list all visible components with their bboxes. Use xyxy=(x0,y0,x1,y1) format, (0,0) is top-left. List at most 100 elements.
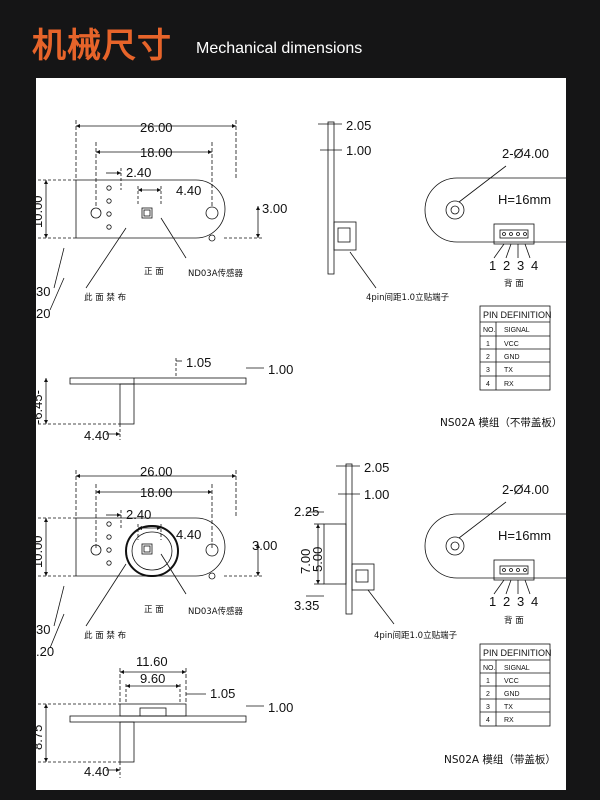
dim-a-edge-2-05: 2.05 xyxy=(346,118,371,133)
dim-a-26: 26.00 xyxy=(140,120,173,135)
module-b-pin-table xyxy=(479,643,551,727)
page-subtitle: Mechanical dimensions xyxy=(196,40,363,57)
pin-table-a-r2-no: 2 xyxy=(486,354,490,361)
pin-table-b-r1-no: 1 xyxy=(486,678,490,685)
module-b-side-board xyxy=(69,715,247,723)
module-a-side-view xyxy=(38,358,264,440)
pin-table-a-r1-sig: VCC xyxy=(504,341,519,348)
pin-table-a-head-signal: SIGNAL xyxy=(504,327,530,334)
dim-b-edge-3-35: 3.35 xyxy=(294,598,319,613)
pin-table-a-r1-no: 1 xyxy=(486,341,490,348)
pin-table-a-head-no: NO. xyxy=(483,327,496,334)
label-a-front: 正 面 xyxy=(144,267,164,277)
dim-a-side-1-00: 1.00 xyxy=(268,362,293,377)
dim-a-2-40: 2.40 xyxy=(126,165,151,180)
label-b-back: 背 面 xyxy=(504,615,524,626)
pin-table-b-head-no: NO. xyxy=(483,665,496,672)
pin-table-b-r1-sig: VCC xyxy=(504,678,519,685)
module-a-back-connector xyxy=(493,223,535,245)
pin-table-a-r3-no: 3 xyxy=(486,367,490,374)
dim-b-edge-2-25: 2.25 xyxy=(294,504,319,519)
label-b-connector: 4pin间距1.0立贴端子 xyxy=(374,630,458,641)
module-b-cover-plate xyxy=(125,525,179,577)
dim-b-10: 10.00 xyxy=(36,535,45,568)
dim-a-edge-1-00: 1.00 xyxy=(346,143,371,158)
pin-a-3: 3 xyxy=(517,258,524,273)
label-b-no-wiring: 此 面 禁 布 xyxy=(84,630,126,641)
dim-b-side-9-60: 9.60 xyxy=(140,671,165,686)
dim-b-side-1-00: 1.00 xyxy=(268,700,293,715)
pin-table-b-title: PIN DEFINITION xyxy=(483,648,552,658)
dim-b-side-4-40: 4.40 xyxy=(84,764,109,779)
module-a-board-outline xyxy=(76,179,226,239)
pin-table-b-r4-sig: RX xyxy=(504,717,514,724)
dim-b-left-20: .20 xyxy=(36,644,54,659)
pin-a-1: 1 xyxy=(489,258,496,273)
dim-b-side-8-75: 8.75 xyxy=(36,725,45,750)
dim-a-left-30: 30 xyxy=(36,284,50,299)
module-b-back-view xyxy=(424,501,566,595)
dim-a-3-00: 3.00 xyxy=(262,201,287,216)
pin-b-4: 4 xyxy=(531,594,538,609)
pin-a-2: 2 xyxy=(503,258,510,273)
pin-table-b-r4-no: 4 xyxy=(486,717,490,724)
dim-b-3-00: 3.00 xyxy=(252,538,277,553)
label-a-no-wiring: 此 面 禁 布 xyxy=(84,292,126,303)
mechanical-drawing: 26.00 18.00 2.40 4.40 3.00 10.00 30 20 正… xyxy=(36,118,566,779)
module-a-edge-view xyxy=(318,121,377,289)
dim-a-side-4-40: 4.40 xyxy=(84,428,109,443)
pin-table-a-r2-sig: GND xyxy=(504,354,520,361)
dim-b-hole: 2-Ø4.00 xyxy=(502,482,549,497)
dim-b-edge-5-00: 5.00 xyxy=(310,547,325,572)
caption-module-b: NS02A 模组（带盖板） xyxy=(444,753,556,766)
dim-b-edge-1-00: 1.00 xyxy=(364,487,389,502)
dim-b-side-1-05: 1.05 xyxy=(210,686,235,701)
caption-module-a: NS02A 模组（不带盖板） xyxy=(440,416,562,429)
dim-b-26: 26.00 xyxy=(140,464,173,479)
dim-b-side-11-60: 11.60 xyxy=(136,654,168,669)
module-b-edge-board xyxy=(345,463,353,615)
pin-table-b-head-signal: SIGNAL xyxy=(504,665,530,672)
dim-b-2-40: 2.40 xyxy=(126,507,151,522)
page-title: 机械尺寸 xyxy=(32,26,172,66)
label-a-connector: 4pin间距1.0立贴端子 xyxy=(366,292,450,303)
dim-b-4-40: 4.40 xyxy=(176,527,201,542)
dim-b-height: H=16mm xyxy=(498,528,551,543)
module-b-top-view xyxy=(38,470,264,649)
module-a-edge-board xyxy=(327,121,335,275)
pin-b-3: 3 xyxy=(517,594,524,609)
module-b-labels: 26.00 18.00 2.40 4.40 3.00 10.00 30 .20 … xyxy=(36,460,556,779)
module-b-back-connector xyxy=(493,559,535,581)
pin-table-a-r3-sig: TX xyxy=(504,367,513,374)
pin-table-b-r3-no: 3 xyxy=(486,704,490,711)
module-a-connector xyxy=(333,221,357,251)
pin-b-1: 1 xyxy=(489,594,496,609)
pin-table-b-r3-sig: TX xyxy=(504,704,513,711)
dim-a-side-1-05: 1.05 xyxy=(186,355,211,370)
dim-a-4-40: 4.40 xyxy=(176,183,201,198)
module-b-side-view xyxy=(38,668,264,778)
pin-b-2: 2 xyxy=(503,594,510,609)
dim-a-10: 10.00 xyxy=(36,195,45,228)
pin-table-a-title: PIN DEFINITION xyxy=(483,310,552,320)
pin-a-4: 4 xyxy=(531,258,538,273)
pin-table-b-r2-sig: GND xyxy=(504,691,520,698)
module-a-side-board xyxy=(69,377,247,385)
module-b-connector xyxy=(351,563,375,591)
dim-a-18: 18.00 xyxy=(140,145,173,160)
pin-table-b-r2-no: 2 xyxy=(486,691,490,698)
label-a-sensor: ND03A传感器 xyxy=(188,268,244,279)
dim-b-edge-7-00: 7.00 xyxy=(298,549,313,574)
drawing-sheet: 26.00 18.00 2.40 4.40 3.00 10.00 30 20 正… xyxy=(36,78,566,790)
page-header: 机械尺寸 Mechanical dimensions xyxy=(0,0,600,78)
module-a-labels: 26.00 18.00 2.40 4.40 3.00 10.00 30 20 正… xyxy=(36,118,562,443)
label-b-front: 正 面 xyxy=(144,605,164,615)
dim-b-edge-2-05: 2.05 xyxy=(364,460,389,475)
module-a-back-view xyxy=(424,165,566,259)
module-b-edge-view xyxy=(306,463,395,625)
dim-a-left-20: 20 xyxy=(36,306,50,321)
module-a-top-view xyxy=(38,120,264,311)
module-b-edge-cover xyxy=(323,523,347,585)
module-a-sensor-chip xyxy=(141,207,153,219)
module-b-back-outline xyxy=(424,513,566,579)
